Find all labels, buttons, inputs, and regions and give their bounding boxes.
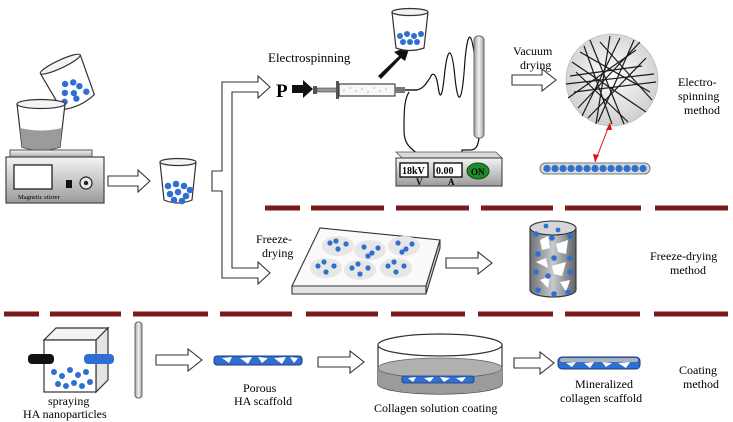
frozen-droplets <box>310 236 420 280</box>
ground-wire <box>461 137 480 155</box>
porous-scaffold-icon <box>213 355 303 366</box>
vacuum-label-line2: drying <box>520 58 551 72</box>
coating-method-line2: method <box>683 377 719 391</box>
voltage-unit-label: V <box>416 177 423 187</box>
arrow-to-beaker <box>107 168 151 194</box>
freeze-label-line1: Freeze- <box>256 232 292 246</box>
freeze-method-line1: Freeze-drying <box>650 249 717 263</box>
mineralized-label-line1: Mineralized <box>575 377 633 391</box>
petri-dish-icon <box>377 333 503 395</box>
mineralized-scaffold-icon <box>557 356 641 370</box>
syringe-icon <box>313 81 417 99</box>
vacuum-label-line1: Vacuum <box>513 44 553 58</box>
arrow-to-cylinder <box>445 250 493 276</box>
spray-chamber-icon <box>28 326 114 394</box>
power-on-label: ON <box>471 167 485 177</box>
glass-plate <box>134 321 143 399</box>
current-unit-label: A <box>448 177 455 187</box>
electro-method-line2: spinning <box>678 89 719 103</box>
current-readout: 0.00 <box>436 166 454 177</box>
magnify-link-head-bottom <box>593 154 599 162</box>
electro-method-line3: method <box>684 103 720 117</box>
arrow-to-porous <box>155 347 203 373</box>
pouring-beaker-icon <box>39 53 96 111</box>
stirring-beaker-icon <box>16 98 66 151</box>
magnetic-stirrer-label: Magnetic stirrer <box>18 194 61 201</box>
magnify-link-head-top <box>606 123 612 130</box>
feed-beaker-icon <box>391 7 429 52</box>
arrow-to-dish <box>317 349 365 375</box>
voltage-readout: 18kV <box>402 166 426 177</box>
collagen-coating-label: Collagen solution coating <box>374 401 497 415</box>
freeze-label-line2: drying <box>262 246 293 260</box>
spinning-jet <box>416 36 477 98</box>
power-supply-icon <box>395 151 503 187</box>
coating-method-line1: Coating <box>679 363 717 377</box>
spraying-label-line2: HA nanoparticles <box>23 407 107 421</box>
porous-cylinder-icon <box>529 220 577 298</box>
arrow-to-mineralized <box>513 350 555 376</box>
fiber-rod-particles <box>543 164 647 173</box>
freeze-method-line2: method <box>670 263 706 277</box>
pump-arrow-icon <box>292 80 313 98</box>
spraying-label-line1: spraying <box>48 394 89 408</box>
porous-label-line1: Porous <box>243 381 277 395</box>
fiber-network <box>565 35 657 125</box>
branch-arrow <box>211 74 271 286</box>
magnetic-stirrer-icon <box>5 149 105 204</box>
pump-label: P <box>276 81 288 102</box>
porous-label-line2: HA scaffold <box>234 394 292 408</box>
hv-wire <box>403 91 419 155</box>
feed-arrow-icon <box>378 46 410 79</box>
electro-method-line1: Electro- <box>678 75 717 89</box>
particle-beaker-icon <box>159 157 197 205</box>
mineralized-label-line2: collagen scaffold <box>560 391 642 405</box>
electrospinning-label: Electrospinning <box>268 50 351 65</box>
arrow-to-fibers <box>511 67 557 93</box>
collector-plate <box>473 35 485 139</box>
fiber-mat-disk <box>565 33 659 127</box>
